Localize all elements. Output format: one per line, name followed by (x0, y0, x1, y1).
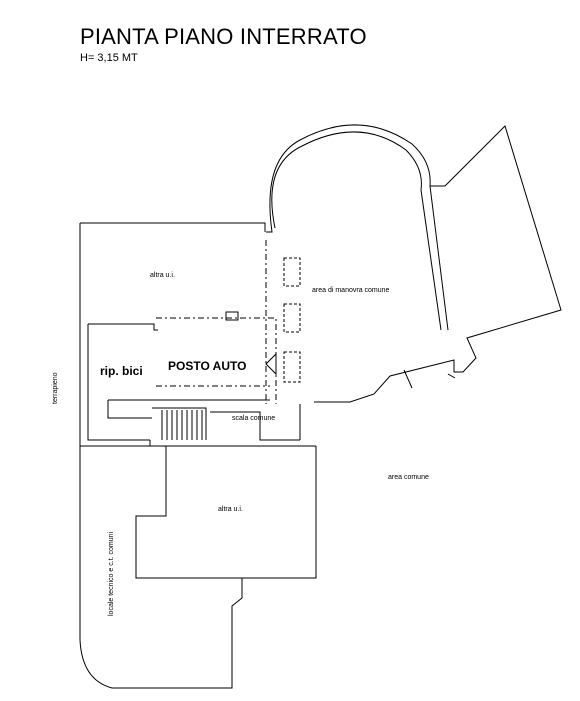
label-terrapieno: terrapieno (52, 372, 59, 404)
room-area-manovra: area di manovra comune (312, 287, 390, 294)
posto-auto-boundary (156, 317, 277, 404)
room-locale-tecnico: locale tecnico e c.t. comuni (108, 531, 115, 616)
room-altra-ui-top: altra u.i. (150, 272, 175, 279)
stairs (161, 410, 203, 440)
room-posto-auto: POSTO AUTO (168, 359, 247, 373)
plan-title: PIANTA PIANO INTERRATO (80, 24, 367, 49)
room-rip-bici: rip. bici (100, 364, 143, 378)
plan-subtitle: H= 3,15 MT (80, 52, 138, 64)
outer-wall-left (80, 222, 266, 232)
interior-wall (88, 323, 158, 331)
rotunda-wall (266, 124, 562, 403)
room-area-comune: area comune (388, 474, 429, 481)
parking-space-2 (283, 303, 301, 333)
room-altra-ui-bottom: altra u.i. (218, 506, 243, 513)
parking-space-1 (283, 257, 301, 287)
parking-space-3 (283, 351, 301, 383)
room-scala-comune: scala comune (232, 415, 276, 422)
